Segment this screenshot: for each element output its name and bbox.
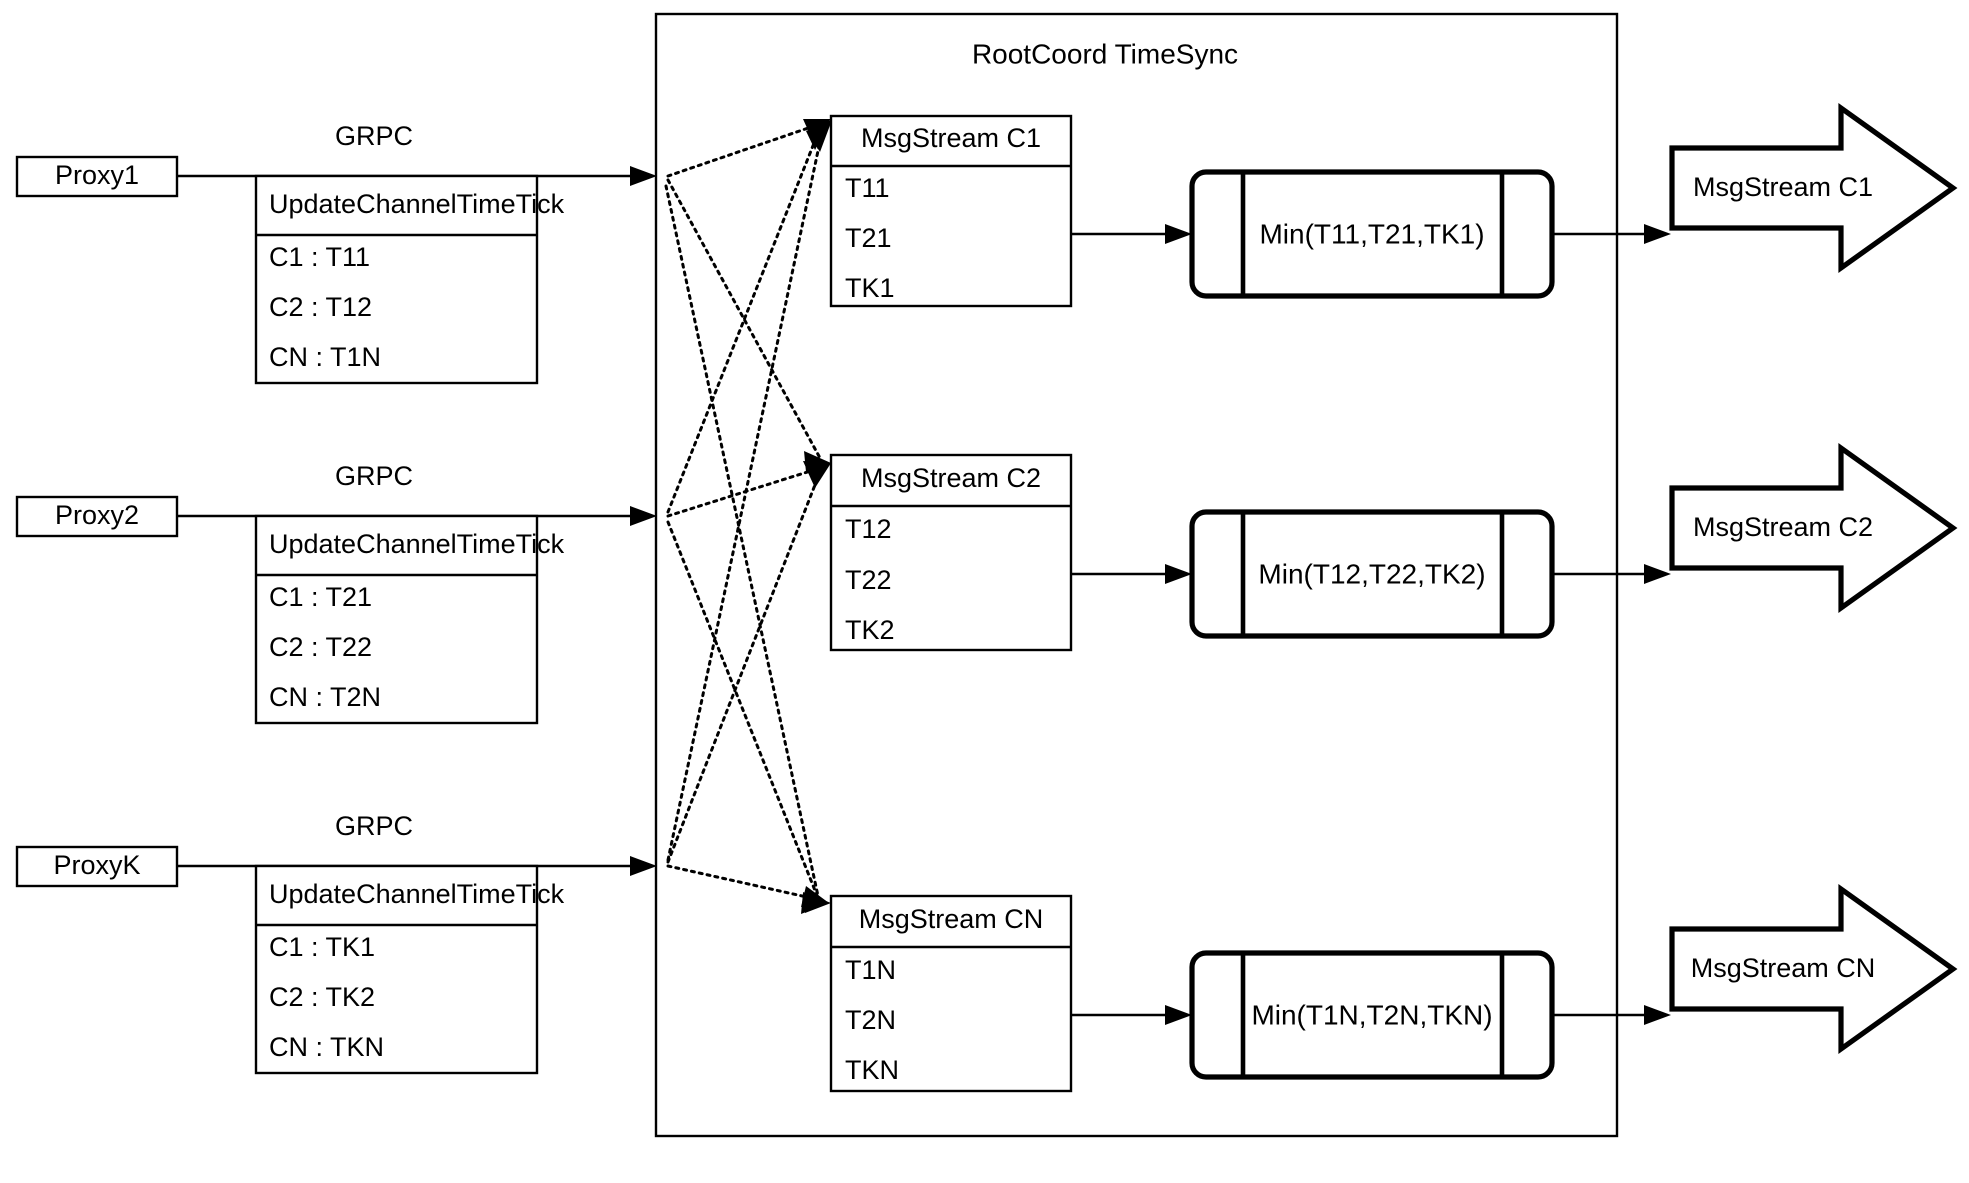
output-label-row-1: MsgStream C1 [1693, 172, 1873, 202]
msgstream-box-row-3 [829, 894, 1073, 1093]
rootcoord-timesync-title: RootCoord TimeSync [972, 38, 1238, 69]
min-aggregate-label-row-3: Min(T1N,T2N,TKN) [1251, 999, 1492, 1030]
update-channel-timetick-box-row-1 [254, 174, 539, 385]
dotted-link-pk-c2 [666, 470, 822, 864]
update-channel-timetick-entry-row-2-1: C2 : T22 [269, 632, 372, 662]
msgstream-box-row-1 [829, 114, 1073, 308]
dotted-link-p1-cn [664, 184, 820, 898]
dotted-link-p1-c2 [666, 178, 822, 460]
update-channel-timetick-header-row-3: UpdateChannelTimeTick [269, 879, 565, 909]
msgstream-header-row-3: MsgStream CN [859, 904, 1044, 934]
output-block-arrow-row-1 [1669, 102, 1958, 274]
grpc-arrowhead-row-3 [630, 856, 657, 876]
min-to-output-arrowhead-row-2 [1644, 564, 1671, 584]
msgstream-entry-row-2-0: T12 [845, 514, 892, 544]
dotted-link-pk-cn [666, 864, 822, 902]
output-label-row-3: MsgStream CN [1691, 953, 1876, 983]
update-channel-timetick-box-row-3 [254, 864, 539, 1075]
dotted-arrowhead-pk-c1 [808, 120, 832, 152]
min-to-output-arrowhead-row-1 [1644, 224, 1671, 244]
update-channel-timetick-entry-row-1-0: C1 : T11 [269, 242, 370, 272]
dotted-link-p1-c1 [666, 122, 822, 178]
dotted-link-p2-cn [666, 520, 820, 900]
grpc-arrowhead-row-1 [630, 166, 657, 186]
grpc-label-row-1: GRPC [335, 121, 413, 151]
update-channel-timetick-entry-row-3-1: C2 : TK2 [269, 982, 375, 1012]
msgstream-box-row-2 [829, 453, 1073, 652]
proxy-label-row-1: Proxy1 [55, 160, 139, 190]
msgstream-entry-row-1-2: TK1 [845, 273, 895, 303]
update-channel-timetick-box-row-2 [254, 514, 539, 725]
proxy-label-row-2: Proxy2 [55, 500, 139, 530]
msgstream-header-row-1: MsgStream C1 [861, 123, 1041, 153]
proxy-box-row-1[interactable] [15, 155, 179, 198]
output-block-arrow-row-2 [1669, 442, 1958, 614]
msgstream-to-min-arrowhead-row-3 [1165, 1005, 1192, 1025]
update-channel-timetick-entry-row-3-0: C1 : TK1 [269, 932, 375, 962]
min-to-output-arrowhead-row-3 [1644, 1005, 1671, 1025]
min-aggregate-label-row-1: Min(T11,T21,TK1) [1259, 218, 1484, 249]
msgstream-to-min-arrowhead-row-1 [1165, 224, 1192, 244]
msgstream-entry-row-2-1: T22 [845, 565, 892, 595]
msgstream-entry-row-1-1: T21 [845, 223, 892, 253]
min-aggregate-label-row-2: Min(T12,T22,TK2) [1258, 558, 1485, 589]
output-block-arrow-row-3 [1669, 883, 1958, 1055]
update-channel-timetick-entry-row-2-0: C1 : T21 [269, 582, 372, 612]
msgstream-to-min-arrowhead-row-2 [1165, 564, 1192, 584]
output-label-row-2: MsgStream C2 [1693, 512, 1873, 542]
grpc-arrowhead-row-2 [630, 506, 657, 526]
update-channel-timetick-entry-row-1-2: CN : T1N [269, 342, 381, 372]
dotted-link-p2-c2 [666, 466, 822, 518]
msgstream-entry-row-2-2: TK2 [845, 615, 895, 645]
update-channel-timetick-entry-row-3-2: CN : TKN [269, 1032, 384, 1062]
update-channel-timetick-header-row-2: UpdateChannelTimeTick [269, 529, 565, 559]
msgstream-entry-row-1-0: T11 [845, 173, 890, 203]
msgstream-entry-row-3-0: T1N [845, 955, 896, 985]
grpc-label-row-3: GRPC [335, 811, 413, 841]
proxy-box-row-2[interactable] [15, 495, 179, 538]
msgstream-entry-row-3-2: TKN [845, 1055, 899, 1085]
msgstream-entry-row-3-1: T2N [845, 1005, 896, 1035]
update-channel-timetick-entry-row-2-2: CN : T2N [269, 682, 381, 712]
msgstream-header-row-2: MsgStream C2 [861, 463, 1041, 493]
dotted-arrowhead-pk-c2 [806, 463, 831, 488]
update-channel-timetick-header-row-1: UpdateChannelTimeTick [269, 189, 565, 219]
grpc-label-row-2: GRPC [335, 461, 413, 491]
dotted-link-p2-c1 [666, 126, 822, 514]
proxy-label-row-3: ProxyK [53, 850, 140, 880]
dotted-link-pk-c1 [666, 130, 824, 862]
dotted-arrowhead-pk-cn [803, 892, 831, 913]
update-channel-timetick-entry-row-1-1: C2 : T12 [269, 292, 372, 322]
